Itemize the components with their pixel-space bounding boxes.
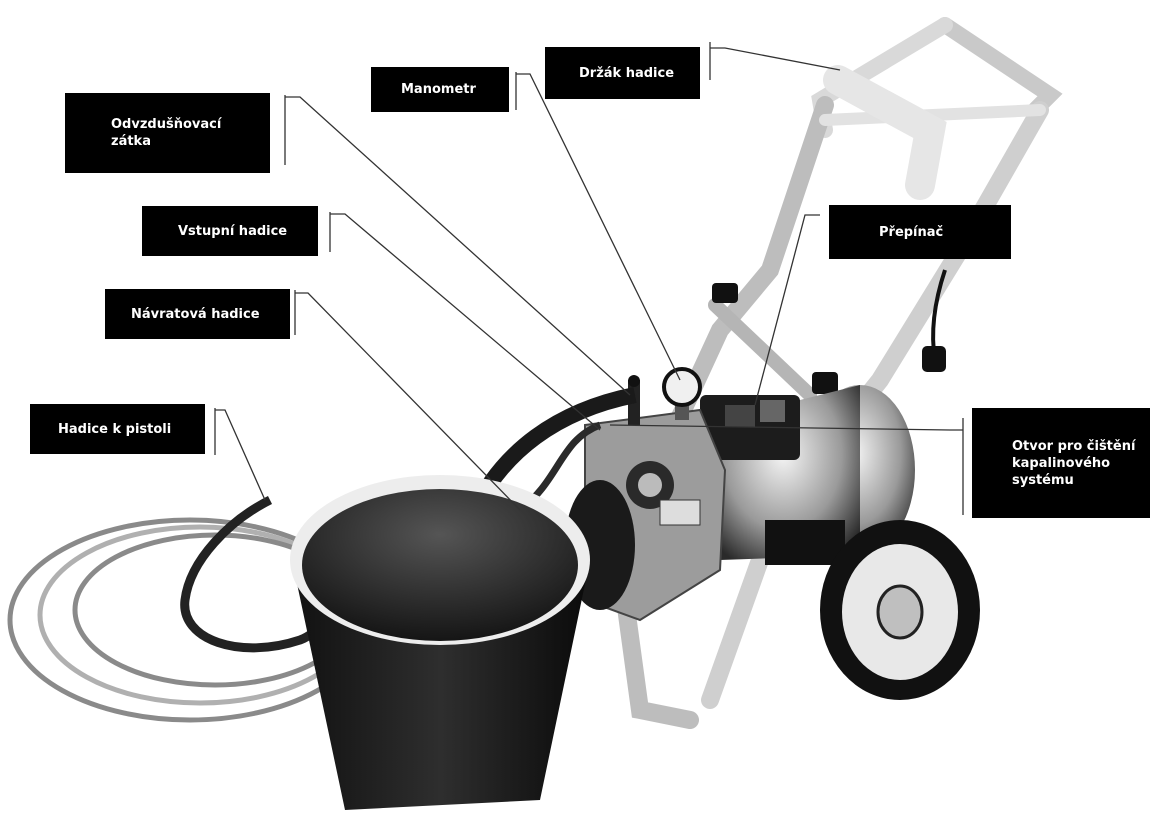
- label-intake-hose-text: Vstupní hadice: [178, 223, 288, 239]
- pressure-gauge: [662, 367, 702, 420]
- label-pressure-gauge: Manometr: [371, 67, 509, 112]
- power-plug: [922, 346, 946, 372]
- pump-housing: [565, 408, 727, 622]
- bucket: [290, 475, 590, 810]
- grip-left: [712, 283, 738, 303]
- label-gun-hose-text: Hadice k pistoli: [58, 421, 172, 437]
- label-cleaning-port: Otvor pro čištění kapalinového systému: [972, 408, 1150, 518]
- label-bleed-plug-text: Odvzdušňovací zátka: [111, 117, 222, 149]
- label-switch: Přepínač: [829, 205, 1011, 259]
- motor-box: [765, 520, 845, 565]
- grip-right: [812, 372, 838, 394]
- wheel: [820, 520, 980, 700]
- label-gun-hose: Hadice k pistoli: [30, 404, 205, 454]
- label-hose-holder: Držák hadice: [545, 47, 700, 99]
- label-switch-text: Přepínač: [879, 224, 944, 240]
- label-hose-holder-text: Držák hadice: [579, 65, 675, 81]
- label-return-hose-text: Návratová hadice: [131, 306, 260, 322]
- label-pressure-gauge-text: Manometr: [401, 82, 476, 97]
- label-bleed-plug: Odvzdušňovací zátka: [65, 93, 270, 173]
- label-intake-hose: Vstupní hadice: [142, 206, 318, 256]
- leader-lines: [214, 42, 964, 515]
- label-return-hose: Návratová hadice: [105, 289, 290, 339]
- label-cleaning-port-text: Otvor pro čištění kapalinového systému: [1012, 438, 1136, 488]
